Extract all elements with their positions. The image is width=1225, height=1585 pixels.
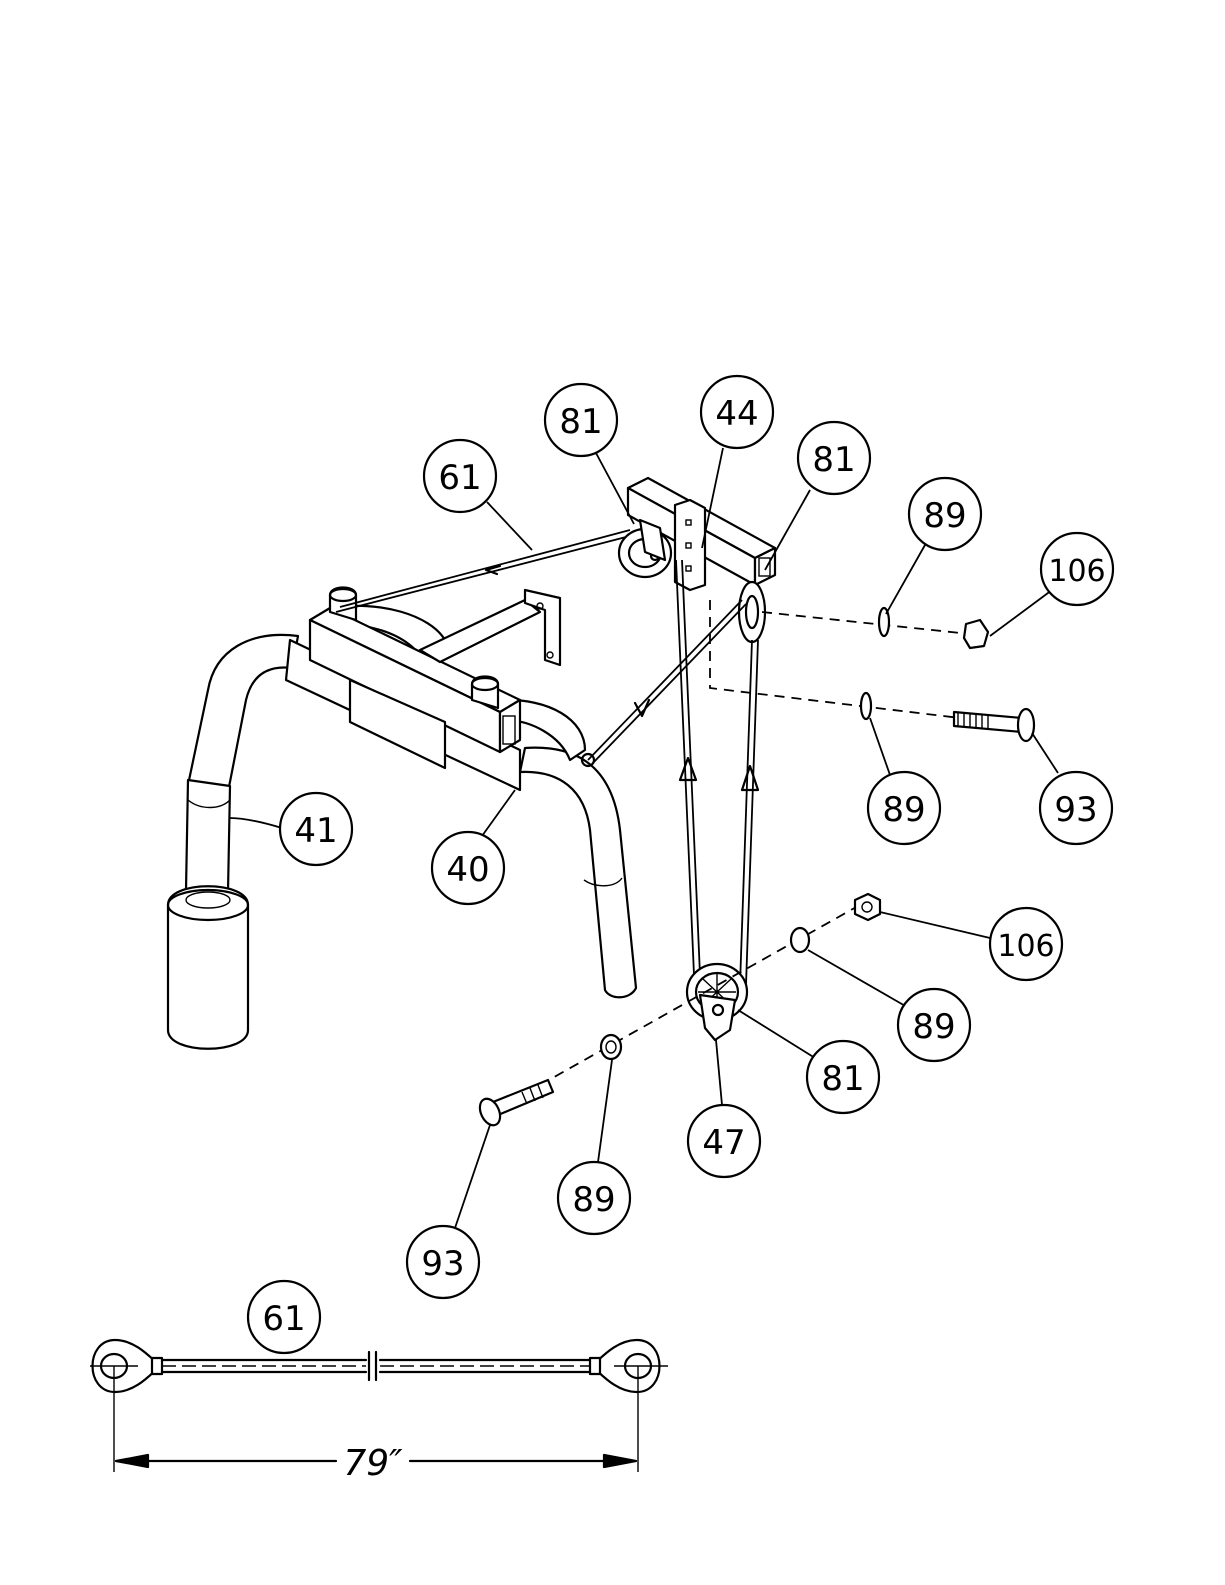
callout-81-right: 81	[798, 422, 870, 494]
callout-106-lower: 106	[990, 908, 1062, 980]
svg-text:81: 81	[812, 440, 855, 480]
svg-text:40: 40	[446, 850, 489, 890]
hex-nut-icon	[855, 894, 880, 920]
hex-nut-icon	[964, 620, 988, 648]
washer-icon	[601, 1035, 621, 1059]
washer-icon	[861, 693, 871, 719]
svg-text:81: 81	[559, 402, 602, 442]
pulley-wheel-icon	[739, 582, 765, 642]
svg-text:44: 44	[715, 394, 758, 434]
svg-text:89: 89	[923, 496, 966, 536]
svg-text:89: 89	[572, 1180, 615, 1220]
callout-41: 41	[280, 793, 352, 865]
svg-text:93: 93	[1054, 790, 1097, 830]
svg-text:61: 61	[262, 1299, 305, 1339]
callout-47: 47	[688, 1105, 760, 1177]
callout-89-left: 89	[558, 1162, 630, 1234]
callout-93-lower: 93	[407, 1226, 479, 1298]
carriage-bolt-icon	[476, 1080, 553, 1128]
callout-93-upper: 93	[1040, 772, 1112, 844]
arrow-up-icon	[680, 758, 696, 780]
callout-106-upper: 106	[1041, 533, 1113, 605]
cable-detail-61: 61 79″	[90, 1281, 668, 1484]
callout-44: 44	[701, 376, 773, 448]
arrow-up-icon	[742, 766, 758, 790]
callout-89-middle: 89	[868, 772, 940, 844]
callout-81-left: 81	[545, 384, 617, 456]
carriage-bolt-icon	[954, 709, 1034, 741]
callout-40: 40	[432, 832, 504, 904]
pulley-bracket	[619, 478, 775, 642]
washer-icon	[791, 928, 809, 952]
callout-81-lower: 81	[807, 1041, 879, 1113]
svg-text:41: 41	[294, 811, 337, 851]
svg-text:89: 89	[882, 790, 925, 830]
svg-text:47: 47	[702, 1123, 745, 1163]
svg-text:106: 106	[1048, 554, 1105, 589]
svg-text:61: 61	[438, 458, 481, 498]
svg-text:81: 81	[821, 1059, 864, 1099]
callout-89-upper: 89	[909, 478, 981, 550]
cable-length-dimension: 79″	[343, 1443, 403, 1484]
svg-text:106: 106	[997, 929, 1054, 964]
svg-text:89: 89	[912, 1007, 955, 1047]
callout-61-top: 61	[424, 440, 496, 512]
callout-89-right: 89	[898, 989, 970, 1061]
svg-text:93: 93	[421, 1244, 464, 1284]
callout-61-detail: 61	[248, 1281, 320, 1353]
